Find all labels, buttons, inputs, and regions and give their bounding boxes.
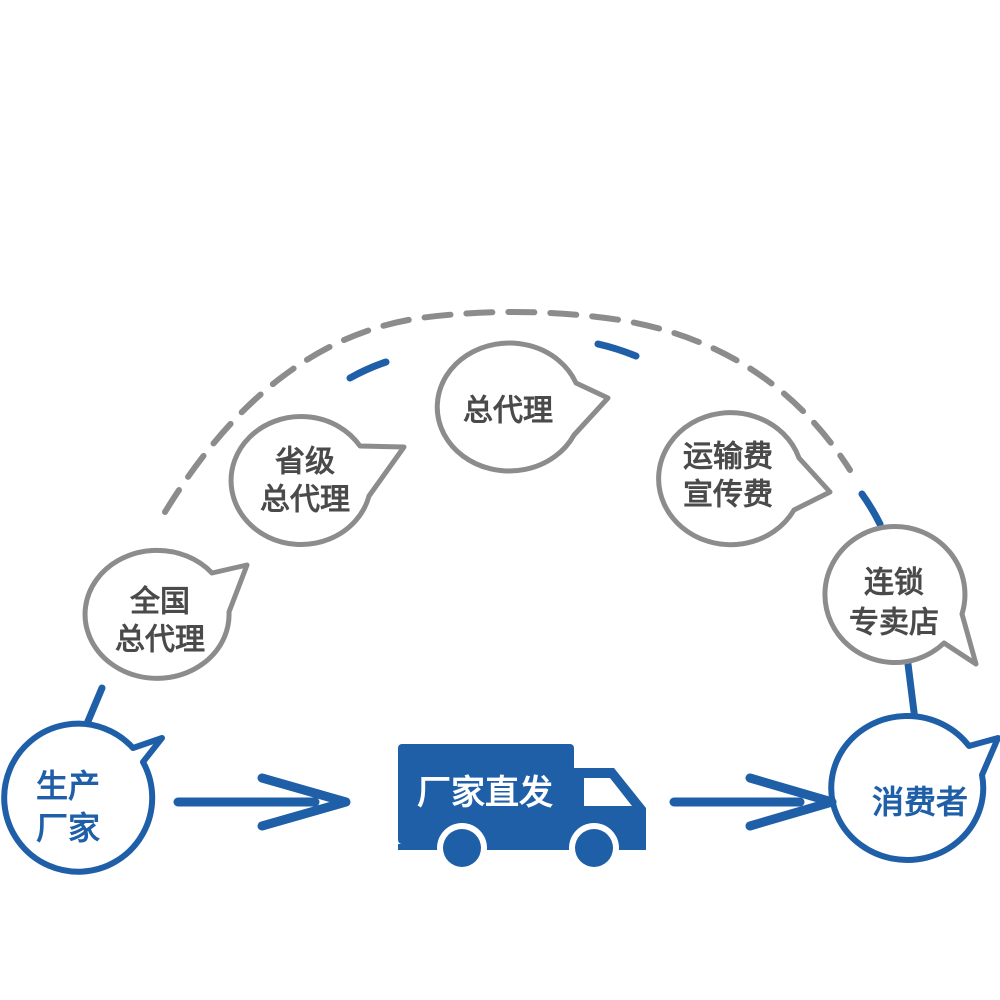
node-provincial-agent: 省级 总代理 — [228, 414, 407, 548]
node-fees: 运输费 宣传费 — [656, 410, 833, 548]
arc-accent-right — [594, 340, 640, 360]
arc-accent-end — [858, 490, 884, 528]
truck-icon: 厂家直发 — [398, 744, 646, 873]
node-manufacturer-line1: 生产 — [36, 767, 100, 805]
node-national-agent-line2: 总代理 — [115, 623, 205, 658]
connector-left — [82, 684, 106, 730]
speech-bubble-icon — [1, 720, 165, 875]
node-general-agent-label: 总代理 — [463, 394, 553, 429]
node-provincial-agent-line2: 总代理 — [260, 483, 350, 518]
arrow-right-icon — [173, 773, 351, 831]
truck-label: 厂家直发 — [417, 773, 553, 813]
node-general-agent: 总代理 — [434, 340, 611, 474]
node-national-agent: 全国 总代理 — [82, 547, 250, 681]
node-chain-store-line1: 连锁 — [864, 566, 924, 601]
node-manufacturer-line2: 厂家 — [36, 809, 100, 847]
node-consumer: 消费者 — [828, 712, 1000, 863]
speech-bubble-icon — [822, 523, 979, 667]
speech-bubble-icon — [82, 547, 250, 681]
node-consumer-label: 消费者 — [872, 783, 968, 821]
speech-bubble-icon — [656, 410, 833, 548]
node-fees-line1: 运输费 — [683, 440, 773, 475]
node-chain-store-line2: 专卖店 — [849, 606, 939, 641]
arc-accent-left — [346, 358, 390, 382]
arrow-right-icon — [669, 773, 837, 831]
node-fees-line2: 宣传费 — [683, 478, 773, 513]
indirect-channel-arc — [162, 308, 853, 515]
speech-bubble-icon — [434, 340, 611, 474]
node-manufacturer: 生产 厂家 — [1, 720, 165, 875]
node-provincial-agent-line1: 省级 — [275, 445, 335, 480]
node-chain-store: 连锁 专卖店 — [822, 523, 979, 667]
speech-bubble-icon — [828, 712, 1000, 863]
speech-bubble-icon — [228, 414, 407, 548]
node-national-agent-line1: 全国 — [129, 585, 190, 620]
